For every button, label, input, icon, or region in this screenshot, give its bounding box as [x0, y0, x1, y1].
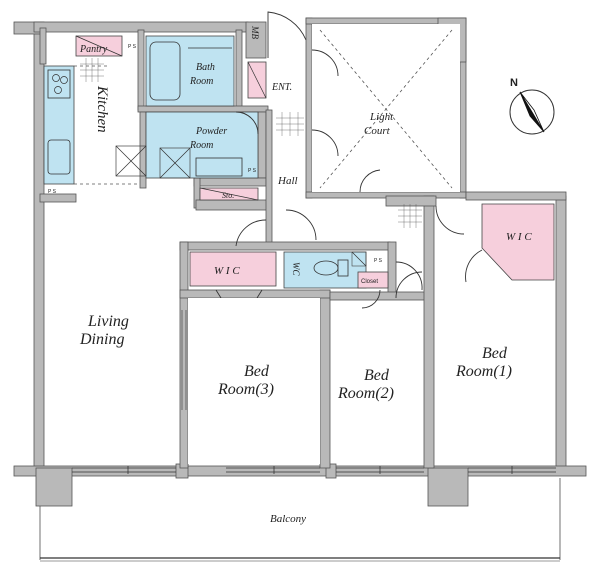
powder-label-2: Room: [189, 140, 213, 151]
light-court-label-1: Light: [369, 111, 394, 123]
bed1-label-1: Bed: [482, 345, 508, 362]
wc-label: WC: [291, 262, 301, 276]
wc: WC P S: [283, 251, 383, 289]
ent-label: ENT.: [271, 82, 292, 93]
interior-walls: [39, 29, 437, 469]
meter-box: MB: [250, 25, 260, 39]
north-label: N: [510, 77, 518, 89]
bath-label-2: Room: [189, 76, 213, 87]
entrance: ENT.: [247, 11, 307, 136]
ps-label-kitchen: P S: [48, 189, 57, 195]
wic-right-label: W I C: [506, 231, 532, 243]
closet: Closet: [357, 261, 423, 309]
ps-label-wc: P S: [374, 258, 383, 264]
bed-room-3: Bed Room(3): [181, 298, 320, 474]
sto-label: Sto.: [222, 191, 234, 200]
ps-label-powder: P S: [248, 168, 257, 174]
pantry-label: Pantry: [79, 44, 108, 55]
balcony-area: [39, 478, 561, 562]
living-label-1: Living: [87, 313, 129, 330]
kitchen-label: Kitchen: [94, 85, 110, 133]
powder-label-1: Powder: [195, 126, 227, 137]
storage: Sto.: [199, 187, 259, 201]
bed-room-1: Bed Room(1): [398, 204, 556, 474]
powder-room: Powder Room P S: [115, 111, 259, 179]
hall: Hall: [235, 175, 317, 247]
bed2-label-2: Room(2): [337, 385, 394, 402]
bed1-label-2: Room(1): [455, 363, 512, 380]
living-dining: Living Dining: [72, 313, 176, 474]
bed3-label-1: Bed: [244, 363, 270, 380]
closet-label: Closet: [361, 279, 378, 285]
balcony-label: Balcony: [270, 513, 306, 525]
walk-in-closet-right: W I C: [465, 203, 555, 283]
bed2-label-1: Bed: [364, 367, 390, 384]
bed-room-2: Bed Room(2): [336, 271, 424, 474]
light-court: Light Court: [311, 24, 460, 193]
north-arrow: N: [509, 77, 555, 135]
bath-label-1: Bath: [196, 62, 215, 73]
bath-room: Bath Room: [145, 35, 235, 107]
kitchen: Kitchen P S: [43, 58, 140, 195]
bed3-label-2: Room(3): [217, 381, 274, 398]
hall-label: Hall: [277, 175, 298, 187]
light-court-label-2: Court: [364, 125, 391, 137]
pantry: Pantry P S: [75, 35, 137, 57]
mb-label: MB: [250, 25, 260, 39]
wic-left-label: W I C: [214, 265, 240, 277]
living-label-2: Dining: [79, 331, 124, 348]
ps-label-pantry: P S: [128, 44, 137, 50]
